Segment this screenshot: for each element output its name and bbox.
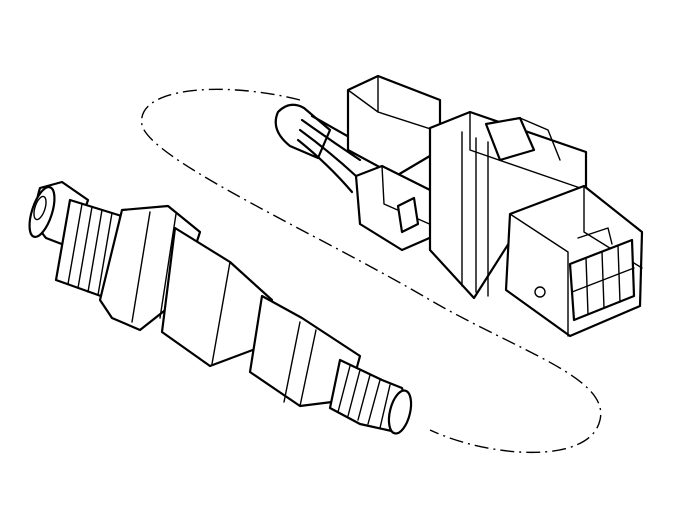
sensor-cable-boot (328, 358, 413, 435)
connection-loop (141, 88, 602, 454)
harness-wire (296, 138, 354, 194)
harness-wire (298, 128, 358, 178)
connector-terminal-face (504, 184, 644, 338)
oxygen-sensor (28, 180, 413, 435)
harness-wire (300, 118, 362, 162)
connector-collar (428, 110, 588, 300)
connector-latch-block (354, 164, 436, 252)
electrical-connector (346, 74, 644, 338)
wiring-harness (274, 103, 374, 194)
connector-rear-housing (346, 74, 442, 178)
